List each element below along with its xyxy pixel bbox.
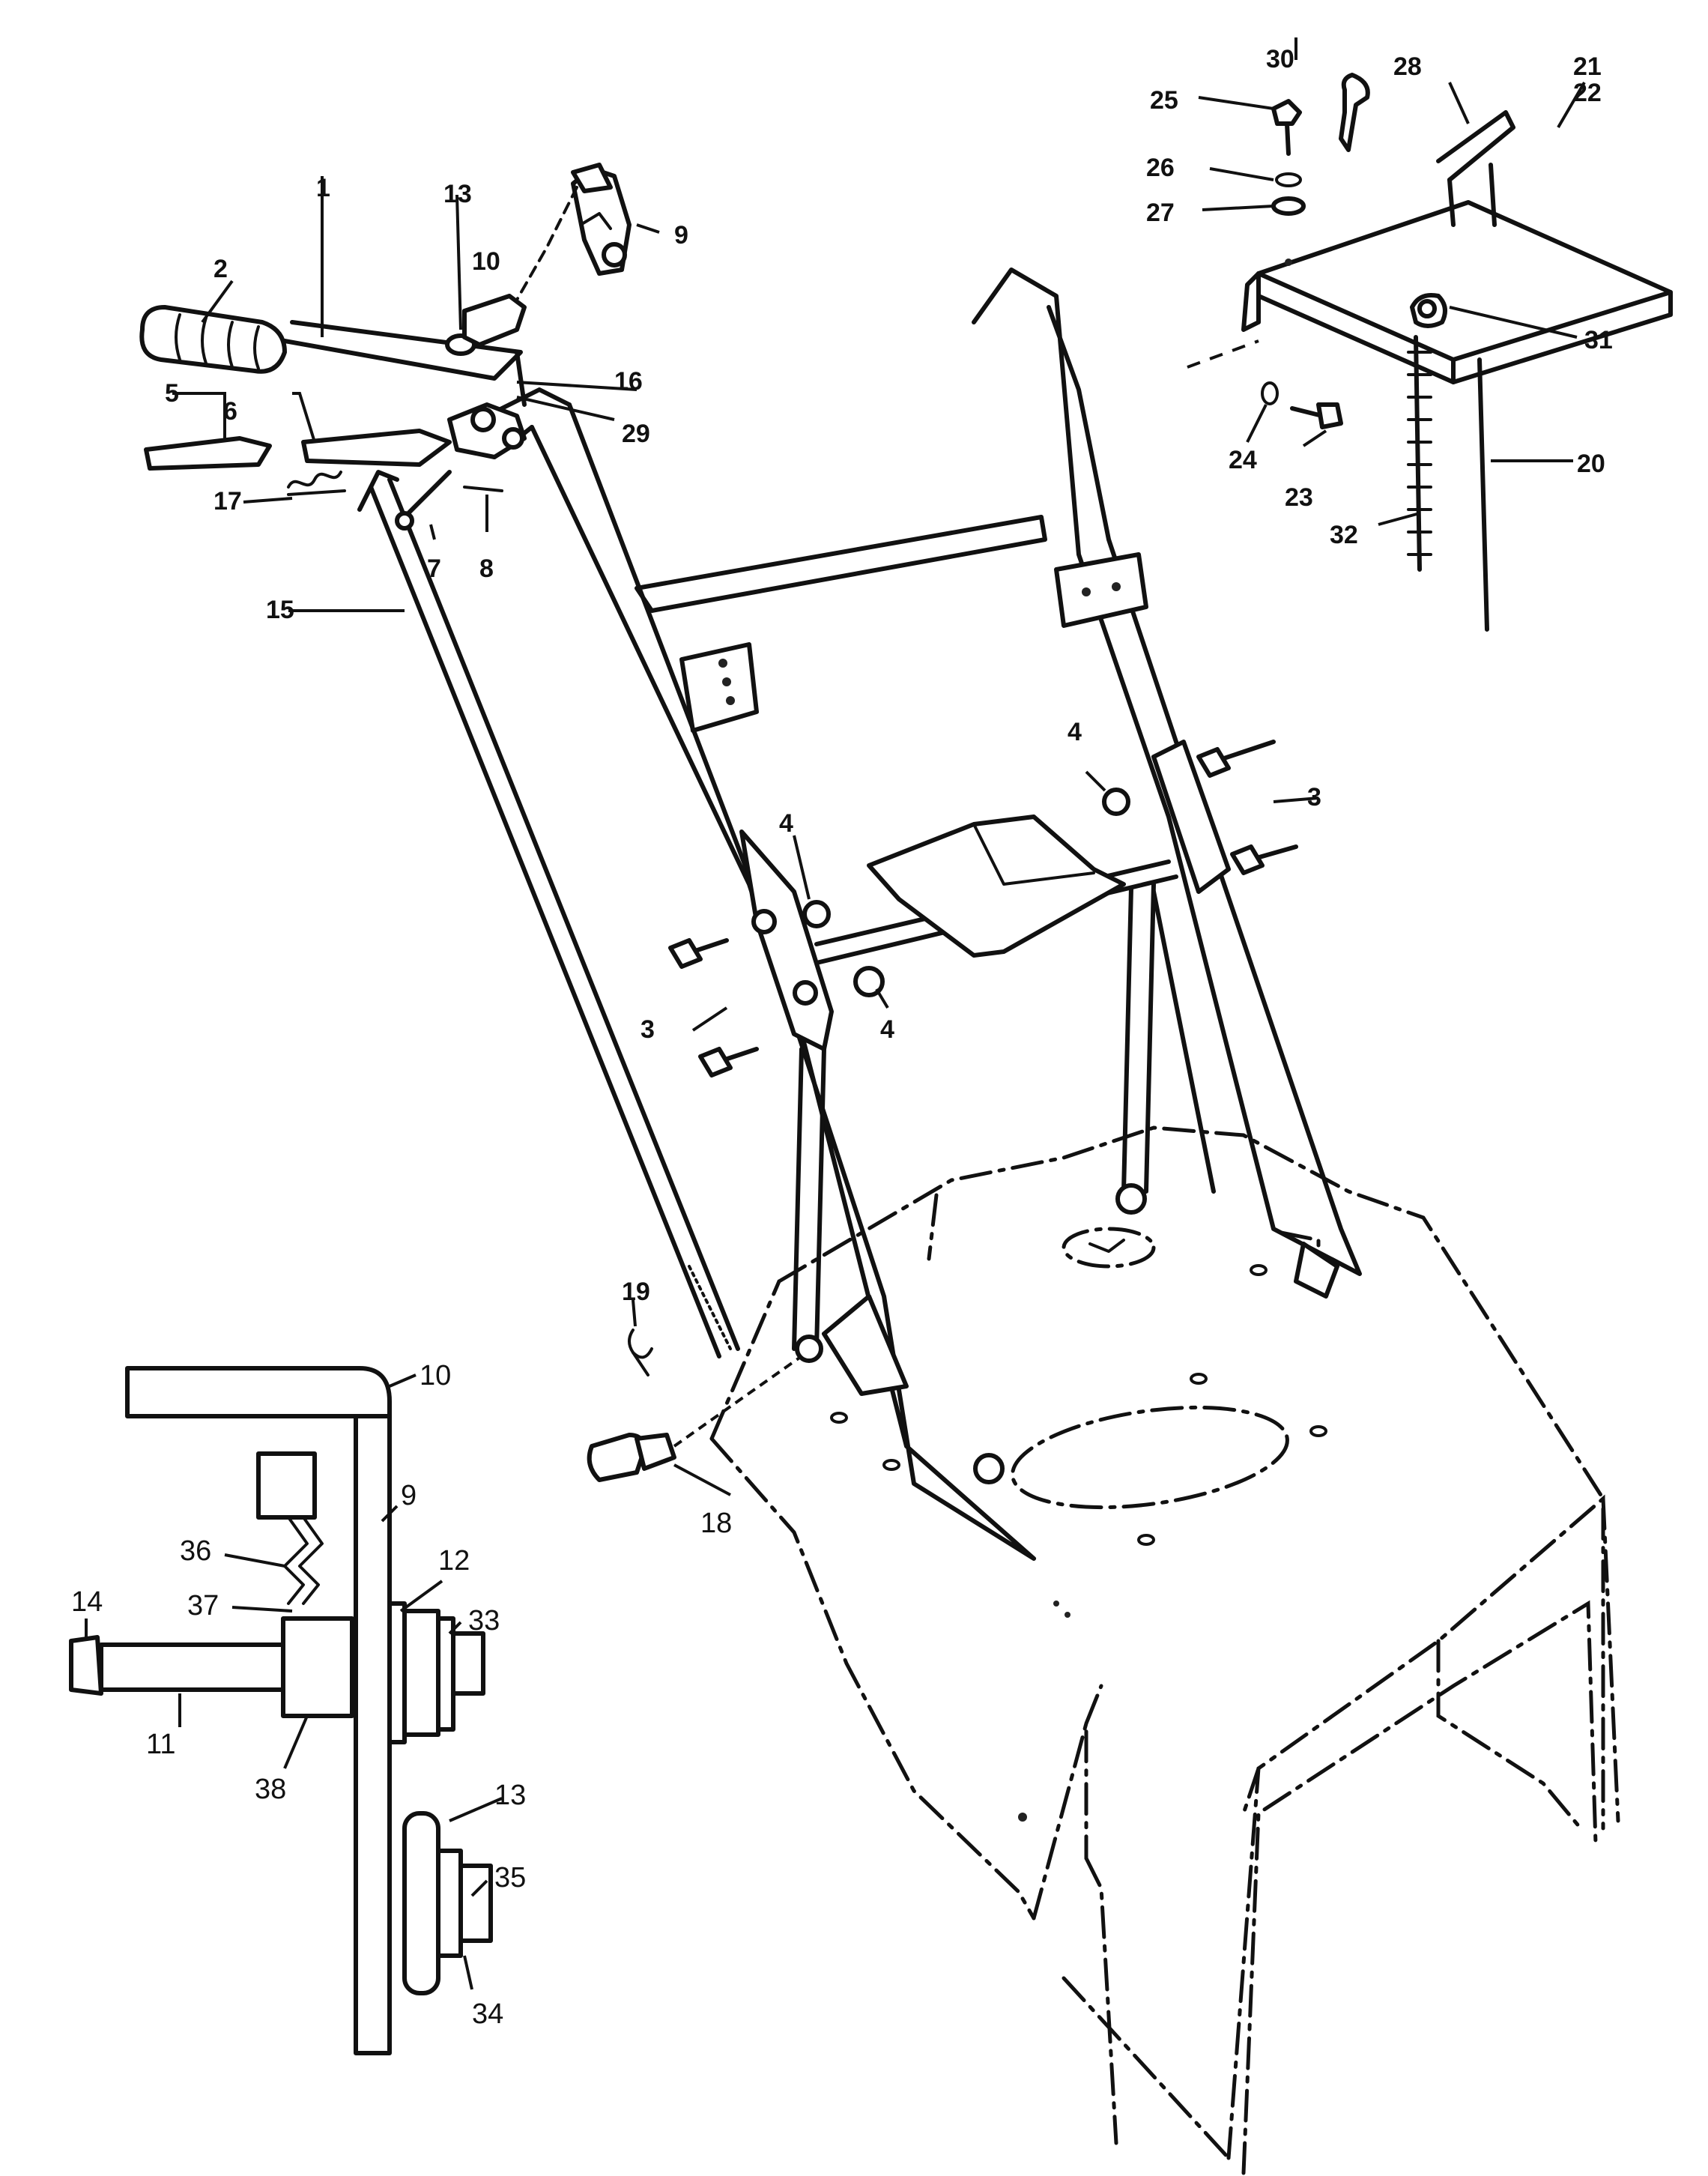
callout-16: 16 (614, 367, 643, 396)
detail-callout-37: 37 (187, 1590, 219, 1622)
callout-25: 25 (1150, 86, 1178, 115)
callout-4b: 4 (779, 809, 793, 838)
callout-27: 27 (1146, 199, 1175, 227)
latch-assembly (462, 163, 632, 347)
callout-4c: 4 (880, 1015, 894, 1044)
callout-29: 29 (622, 420, 650, 448)
detail-callout-38: 38 (255, 1774, 286, 1805)
shift-knob (587, 1329, 803, 1482)
detail-callout-11: 11 (146, 1729, 175, 1760)
callout-22: 22 (1573, 79, 1602, 107)
control-rod (357, 470, 740, 1359)
leader-lines (85, 37, 1586, 1990)
callout-9: 9 (674, 221, 688, 250)
handle-frame (477, 268, 1362, 1561)
detail-callout-33: 33 (468, 1605, 500, 1636)
callout-30: 30 (1266, 45, 1294, 73)
callout-23: 23 (1285, 483, 1313, 512)
callout-31: 31 (1584, 326, 1613, 354)
callout-21: 21 (1573, 52, 1602, 81)
detail-callout-12: 12 (438, 1545, 470, 1577)
callout-17: 17 (214, 487, 242, 516)
callout-7: 7 (427, 554, 441, 583)
callout-18: 18 (700, 1508, 732, 1539)
callout-32: 32 (1330, 521, 1358, 549)
detail-callout-36: 36 (180, 1535, 211, 1567)
callout-28: 28 (1393, 52, 1422, 81)
mounting-bolts (668, 740, 1298, 1078)
detail-callouts: 10 9 36 37 12 33 14 11 38 13 35 34 (71, 1360, 526, 2030)
control-handle (139, 305, 527, 531)
callout-15: 15 (266, 596, 294, 624)
callout-24: 24 (1229, 446, 1257, 474)
callout-13: 13 (443, 180, 472, 208)
callout-19: 19 (622, 1278, 650, 1306)
detail-callout-34: 34 (472, 1998, 503, 2030)
callout-26: 26 (1146, 154, 1175, 182)
callout-20: 20 (1577, 450, 1605, 478)
callout-5: 5 (165, 379, 179, 408)
key-switch-bracket (1187, 73, 1673, 632)
detail-callout-10: 10 (420, 1360, 451, 1391)
detail-callout-9: 9 (401, 1480, 417, 1511)
detail-callout-13: 13 (494, 1780, 526, 1811)
callout-3a: 3 (1307, 783, 1321, 812)
callout-6: 6 (223, 397, 237, 426)
detail-callout-35: 35 (494, 1862, 526, 1894)
chassis-base-plate (709, 1125, 1620, 2175)
detail-callout-14: 14 (71, 1586, 103, 1618)
callout-1: 1 (316, 174, 330, 202)
callout-3b: 3 (640, 1015, 655, 1044)
callouts: 1 2 5 6 13 9 10 16 29 17 7 8 15 4 3 4 3 … (165, 45, 1613, 1539)
callout-8: 8 (479, 554, 494, 583)
callout-4a: 4 (1068, 718, 1082, 746)
callout-2: 2 (214, 255, 228, 283)
detail-view (69, 1366, 493, 2055)
callout-10: 10 (472, 247, 500, 276)
